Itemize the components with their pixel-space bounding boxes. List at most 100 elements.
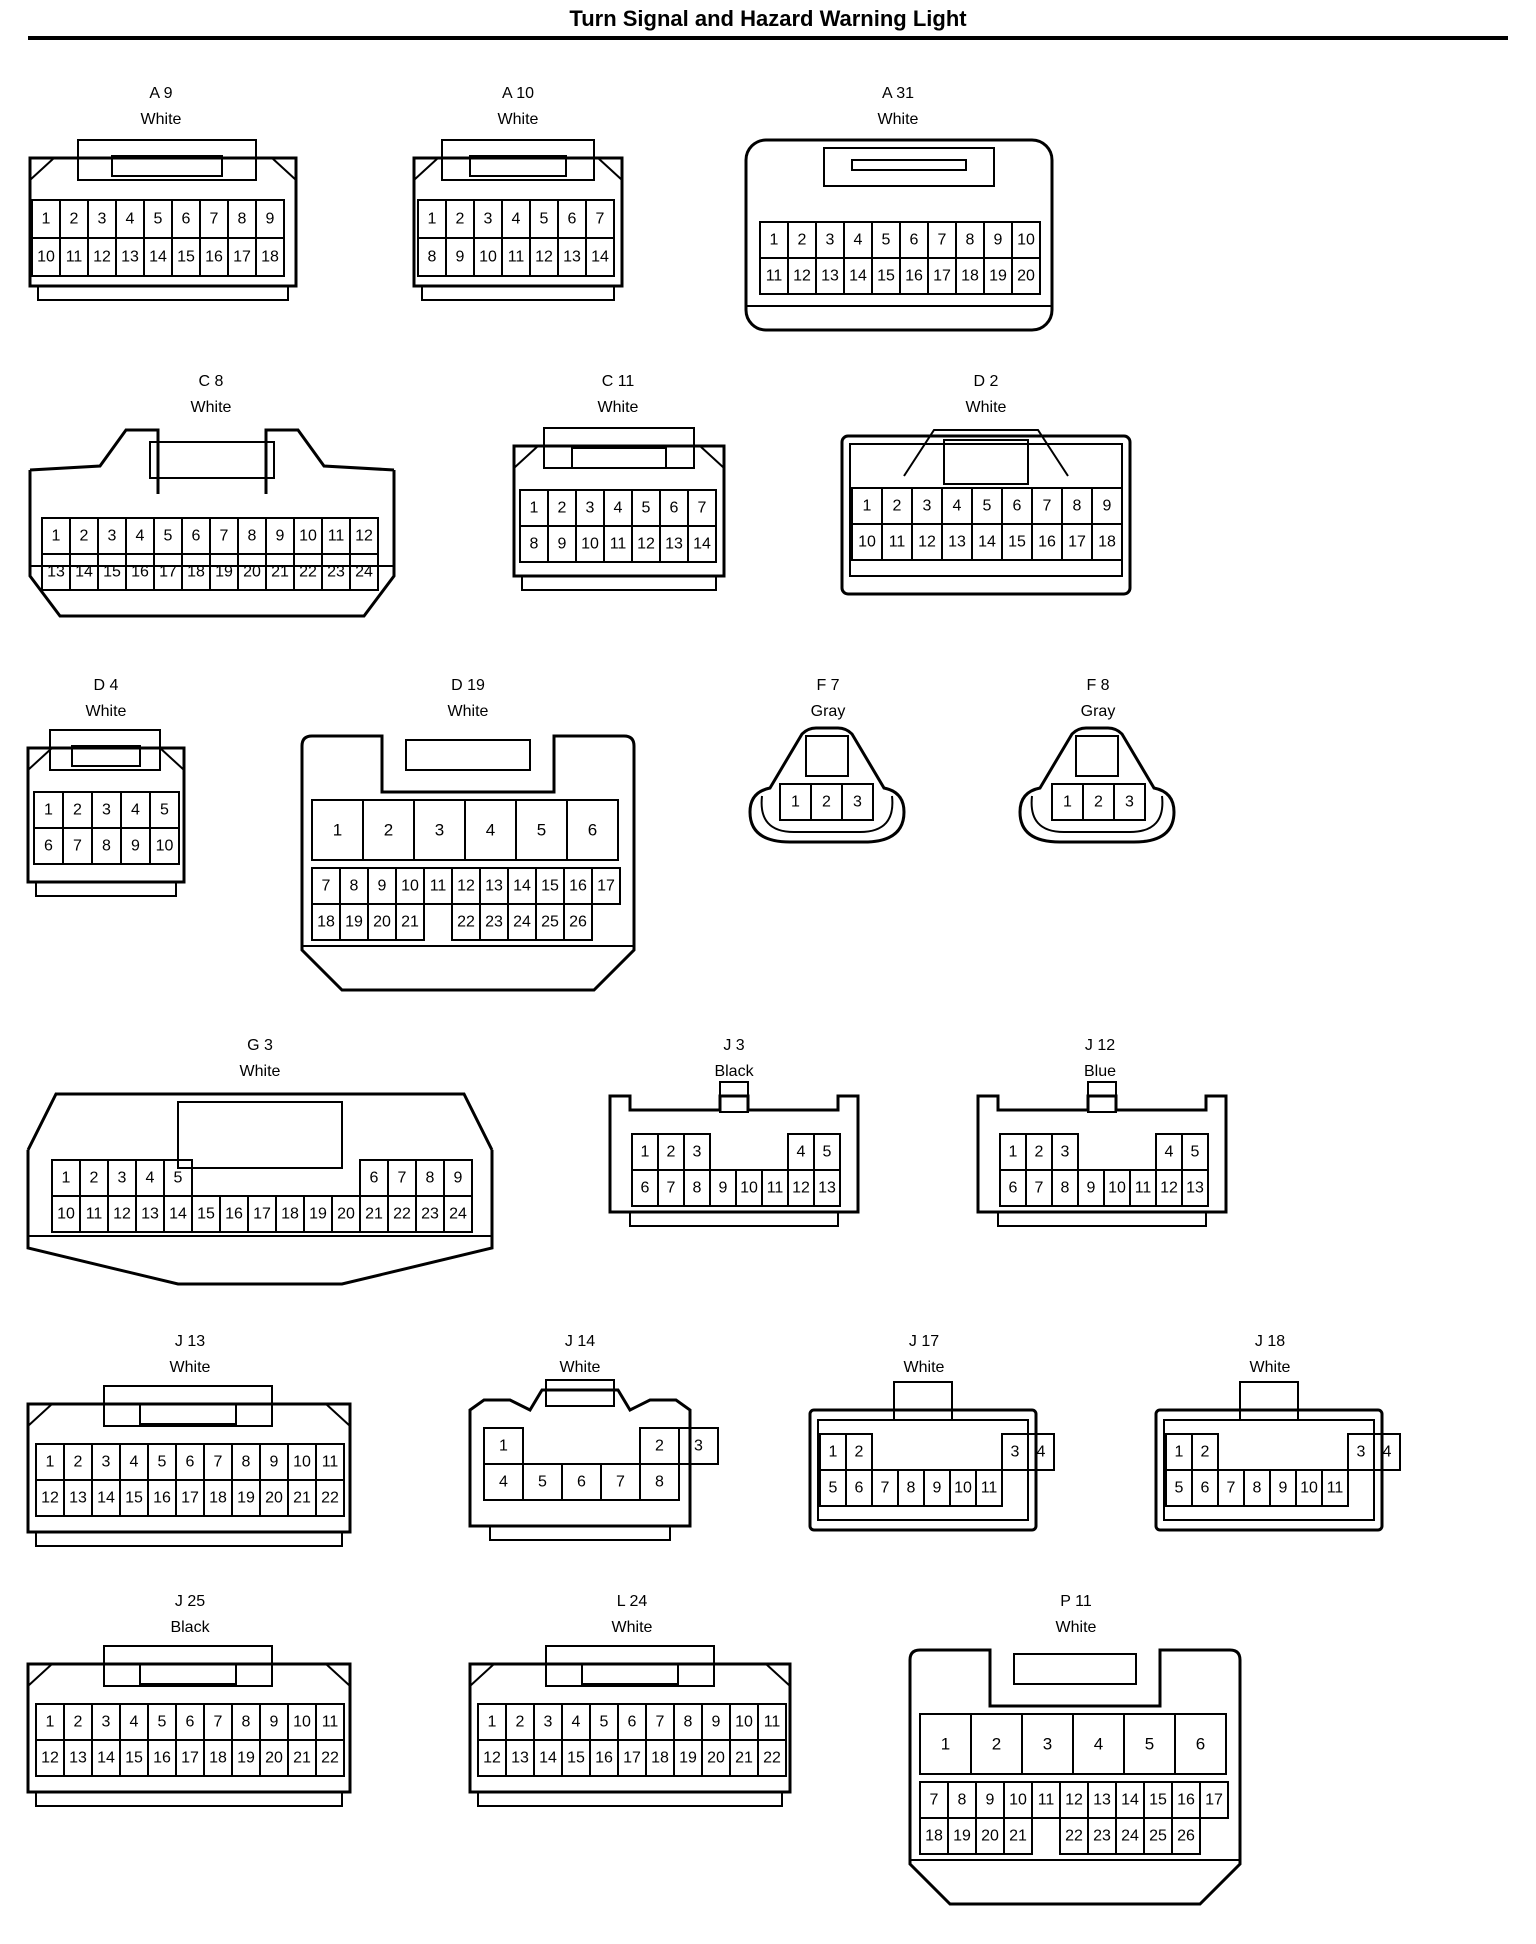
pin-number: 11 [610,536,627,553]
pin-number: 10 [37,249,55,266]
pin-cell [315,1479,345,1517]
connector-color-label: Black [714,1063,754,1080]
pin-number: 7 [616,1474,625,1491]
pin-number: 3 [1011,1444,1020,1461]
pin-number: 9 [131,838,140,855]
pin-number: 9 [378,878,387,895]
pin-number: 9 [558,536,567,553]
pin-number: 13 [821,268,839,285]
pin-number: 11 [66,249,83,266]
pin-number: 15 [125,1490,143,1507]
pin-cell [349,553,379,591]
pin-number: 10 [1009,1792,1027,1809]
pin-number: 14 [149,249,167,266]
pin-number: 18 [187,564,205,581]
connector-id-label: P 11 [1060,1593,1092,1610]
pin-number: 9 [712,1714,721,1731]
connector-chamfer [413,157,623,181]
pin-number: 8 [655,1474,664,1491]
connector-housing [748,726,906,844]
pin-number: 8 [966,232,975,249]
pin-number: 17 [253,1206,271,1223]
pin-number: 5 [823,1144,832,1161]
pin-number: 10 [401,878,419,895]
pin-number: 11 [322,1454,339,1471]
connector-latch [1075,735,1119,777]
connector-color-label: Blue [1084,1063,1116,1080]
pin-number: 14 [513,878,531,895]
connector-color-label: White [1250,1359,1291,1376]
pin-number: 9 [986,1792,995,1809]
pin-cell [563,903,593,941]
pin-number: 7 [698,500,707,517]
pin-number: 10 [581,536,599,553]
pin-number: 10 [156,838,174,855]
pin-cell [315,1739,345,1777]
pin-number: 11 [1135,1180,1152,1197]
pin-number: 6 [628,1714,637,1731]
pin-number: 8 [242,1714,251,1731]
pin-number: 7 [322,878,331,895]
pin-number: 1 [333,821,342,840]
pin-number: 11 [1038,1792,1055,1809]
connector-latch [893,1381,953,1421]
pin-number: 1 [499,1438,508,1455]
pin-number: 1 [863,498,872,515]
pin-number: 8 [684,1714,693,1731]
pin-number: 11 [86,1206,103,1223]
pin-number: 8 [428,249,437,266]
pin-number: 6 [192,528,201,545]
pin-number: 2 [456,211,465,228]
pin-number: 9 [454,1170,463,1187]
pin-number: 10 [735,1714,753,1731]
pin-number: 2 [516,1714,525,1731]
pin-number: 15 [125,1750,143,1767]
pin-number: 1 [1009,1144,1018,1161]
pin-number: 2 [667,1144,676,1161]
pin-number: 2 [893,498,902,515]
pin-number: 10 [299,528,317,545]
pin-cell [395,903,425,941]
pin-number: 15 [1149,1792,1167,1809]
pin-number: 4 [614,500,623,517]
pin-number: 8 [958,1792,967,1809]
pin-number: 14 [591,249,609,266]
pin-number: 18 [925,1828,943,1845]
pin-number: 6 [186,1714,195,1731]
pin-number: 5 [540,211,549,228]
pin-number: 7 [881,1480,890,1497]
pin-number: 11 [764,1714,781,1731]
pin-number: 23 [421,1206,439,1223]
pin-number: 5 [174,1170,183,1187]
pin-number: 23 [1093,1828,1111,1845]
pin-number: 13 [511,1750,529,1767]
pin-number: 12 [792,1180,810,1197]
pin-cell [255,237,285,277]
pin-number: 3 [98,211,107,228]
pin-number: 17 [159,564,177,581]
pin-number: 3 [693,1144,702,1161]
pin-number: 25 [541,914,559,931]
pin-number: 7 [596,211,605,228]
pin-number: 14 [97,1750,115,1767]
connector-color-label: Gray [1081,703,1116,720]
connector-color-label: White [612,1619,653,1636]
pin-number: 15 [567,1750,585,1767]
connector-base [997,1211,1207,1227]
pin-cell [1321,1469,1349,1507]
pin-number: 11 [766,268,783,285]
pin-number: 17 [181,1490,199,1507]
pin-number: 13 [818,1180,836,1197]
pin-number: 13 [47,564,65,581]
pin-number: 2 [855,1444,864,1461]
pin-number: 10 [479,249,497,266]
